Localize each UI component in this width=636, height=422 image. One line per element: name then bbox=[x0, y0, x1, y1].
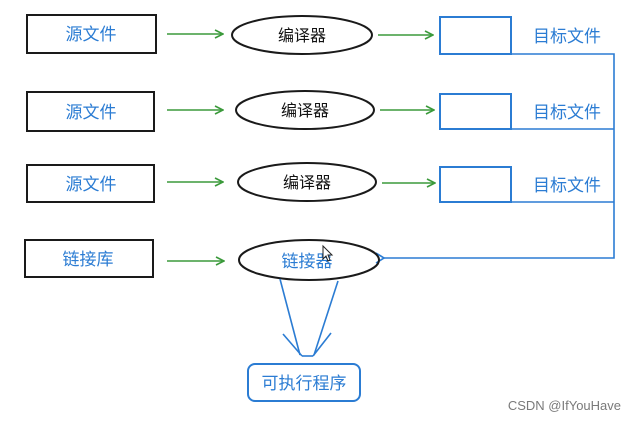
executable-label: 可执行程序 bbox=[262, 374, 347, 394]
linker-ellipse bbox=[238, 239, 380, 281]
compiler-label-3: 编译器 bbox=[283, 173, 331, 192]
row-1: 源文件 编译器 目标文件 bbox=[26, 14, 601, 55]
watermark: CSDN @IfYouHave bbox=[508, 398, 621, 413]
compiler-ellipse-1 bbox=[231, 15, 373, 55]
compiler-label-1: 编译器 bbox=[278, 26, 326, 45]
row-2: 源文件 编译器 目标文件 bbox=[26, 90, 601, 132]
source-file-box-3 bbox=[26, 164, 155, 203]
source-file-label-1: 源文件 bbox=[66, 25, 117, 45]
library-box bbox=[24, 239, 154, 278]
library-label: 链接库 bbox=[63, 250, 114, 270]
executable-box bbox=[247, 363, 361, 402]
source-file-box-1 bbox=[26, 14, 157, 54]
row-linker: 链接库 链接器 bbox=[24, 239, 380, 281]
compiler-ellipse-2 bbox=[235, 90, 375, 130]
object-files-to-linker-connector bbox=[375, 53, 615, 264]
object-file-box-2 bbox=[439, 93, 512, 130]
compiler-ellipse-3 bbox=[237, 162, 377, 202]
source-file-box-2 bbox=[26, 91, 155, 132]
object-file-label-2: 目标文件 bbox=[533, 103, 601, 123]
linker-label: 链接器 bbox=[282, 252, 333, 272]
object-file-label-1: 目标文件 bbox=[533, 27, 601, 47]
object-file-label-3: 目标文件 bbox=[533, 176, 601, 196]
row-3: 源文件 编译器 目标文件 bbox=[26, 162, 601, 203]
source-file-label-3: 源文件 bbox=[66, 175, 117, 195]
object-file-box-3 bbox=[439, 166, 512, 203]
object-file-box-1 bbox=[439, 16, 512, 55]
compiler-label-2: 编译器 bbox=[281, 101, 329, 120]
mouse-cursor-icon bbox=[322, 244, 334, 262]
linker-to-executable-arrow bbox=[279, 278, 339, 357]
source-file-label-2: 源文件 bbox=[66, 103, 117, 123]
